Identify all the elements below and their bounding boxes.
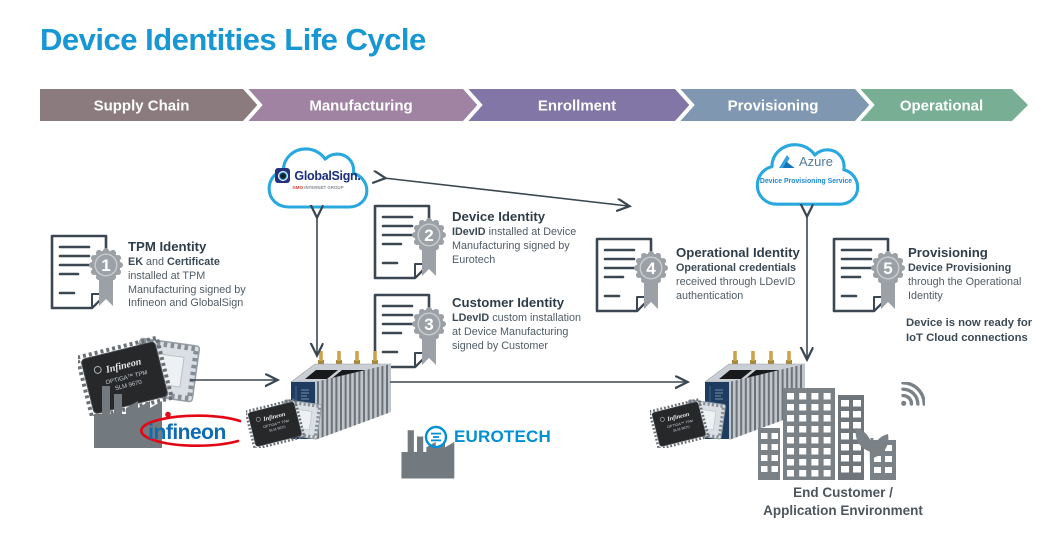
document-4-icon: 4	[593, 235, 675, 328]
end-customer-buildings	[758, 382, 925, 480]
page-title: Device Identities Life Cycle	[40, 22, 426, 57]
document-body: IDevID installed at Device Manufacturing…	[452, 226, 577, 266]
document-title: Provisioning	[908, 245, 988, 260]
svg-text:SLM 9670: SLM 9670	[673, 425, 690, 433]
chip-icon: Infineon OPTIGA™ TPM SLM 9670	[243, 397, 322, 451]
svg-text:1: 1	[101, 256, 110, 275]
banner-stage-label: Supply Chain	[94, 98, 190, 115]
building-large	[783, 388, 835, 480]
document-5-text: Provisioning Device Provisioning through…	[908, 245, 1050, 303]
document-1-icon: 1	[48, 232, 130, 325]
end-customer-label: End Customer / Application Environment	[713, 484, 973, 519]
azure-service-label: Device Provisioning Service	[759, 178, 853, 185]
end-customer-line2: Application Environment	[763, 502, 923, 518]
document-icon: 1	[50, 234, 123, 310]
globalsign-wordmark: GlobalSign.	[294, 168, 361, 183]
svg-text:OPTIGA™ TPM: OPTIGA™ TPM	[263, 419, 290, 429]
banner-stage-label: Enrollment	[538, 98, 616, 115]
svg-text:2: 2	[424, 226, 433, 245]
svg-text:4: 4	[646, 259, 656, 278]
factory-icon	[90, 378, 174, 455]
cloud-icon	[267, 147, 369, 209]
infineon-tpm-chip: Infineon OPTIGA™ TPM SLM 9670	[74, 326, 210, 421]
globalsign-group-text: GMO INTERNET GROUP	[292, 185, 344, 190]
document-2-text: Device Identity IDevID installed at Devi…	[452, 209, 580, 267]
infineon-wordmark: infineon	[148, 421, 226, 444]
document-icon: 2	[373, 204, 446, 280]
globalsign-eye-icon	[275, 168, 291, 183]
lifecycle-banner: Supply Chain Manufacturing Enrollment Provi…	[40, 88, 1028, 124]
infineon-swoosh	[140, 414, 242, 447]
document-1-text: TPM Identity EK and Certificate installe…	[128, 239, 250, 311]
svg-text:OPTIGA™ TPM: OPTIGA™ TPM	[667, 419, 694, 429]
banner-stage-label: Operational	[900, 98, 983, 115]
factory-icon	[94, 386, 162, 448]
document-4-text: Operational Identity Operational credent…	[676, 245, 810, 303]
ready-note: Device is now ready for IoT Cloud connec…	[906, 317, 1033, 344]
banner-stage-operational	[855, 89, 1028, 121]
infineon-logo: infineon	[126, 408, 248, 459]
factory-icon	[401, 430, 455, 479]
document-icon: 5	[832, 237, 905, 313]
document-body: Device Provisioning through the Operatio…	[908, 262, 1022, 302]
banner-separator	[674, 88, 695, 124]
document-5-icon: 5	[830, 235, 912, 328]
document-title: Device Identity	[452, 209, 546, 224]
document-title: Operational Identity	[676, 245, 800, 260]
svg-text:3: 3	[424, 315, 433, 334]
banner-separator	[462, 88, 483, 124]
banner-stage-manufacturing	[243, 89, 479, 121]
document-body: Operational credentials received through…	[676, 262, 797, 302]
document-body: EK and Certificate installed at TPM Manu…	[128, 256, 246, 310]
infineon-tpm-chip: Infineon OPTIGA™ TPM SLM 9670	[243, 392, 328, 453]
azure-wordmark: Azure	[799, 154, 833, 169]
banner-stage-supply-chain	[40, 89, 259, 121]
wifi-icon	[901, 382, 925, 406]
infineon-dot	[165, 411, 171, 418]
chip-icon: Infineon OPTIGA™ TPM SLM 9670	[74, 335, 201, 421]
document-body: LDevID custom installation at Device Man…	[452, 312, 582, 352]
svg-text:5: 5	[883, 259, 892, 278]
banner-stage-enrollment	[463, 89, 691, 121]
ribbon-badge: 2	[412, 218, 446, 276]
infineon-tpm-chip: Infineon OPTIGA™ TPM SLM 9670	[647, 392, 732, 453]
eurotech-wordmark: EUROTECH	[454, 427, 551, 446]
banner-stage-label: Provisioning	[728, 98, 819, 115]
ribbon-badge: 3	[412, 307, 446, 365]
banner-separator	[242, 88, 263, 124]
document-2-icon: 2	[371, 202, 453, 295]
azure-cloud: Azure Device Provisioning Service	[750, 137, 862, 212]
chip-icon: Infineon OPTIGA™ TPM SLM 9670	[647, 397, 726, 451]
document-title: TPM Identity	[128, 239, 207, 254]
ribbon-badge: 1	[89, 248, 123, 306]
banner-stage-provisioning	[675, 89, 871, 121]
end-customer-line1: End Customer /	[793, 485, 893, 500]
document-3-icon: 3	[371, 291, 453, 384]
document-icon: 3	[373, 293, 446, 369]
plant-icon	[855, 428, 889, 475]
azure-logo-icon	[779, 155, 795, 168]
svg-text:SLM 9670: SLM 9670	[269, 425, 286, 433]
cloud-icon	[755, 143, 860, 206]
ribbon-badge: 5	[871, 251, 905, 309]
antenna-connectors	[318, 351, 378, 365]
eurotech-circle-icon	[424, 425, 448, 449]
eurotech-logo: EUROTECH	[424, 425, 551, 449]
banner-separator	[854, 88, 875, 124]
banner-stage-label: Manufacturing	[309, 98, 412, 115]
document-icon: 4	[595, 237, 668, 313]
globalsign-cloud: GlobalSign. GMO INTERNET GROUP	[262, 142, 374, 217]
document-3-text: Customer Identity LDevID custom installa…	[452, 295, 582, 353]
document-title: Customer Identity	[452, 295, 565, 310]
factory-icon	[398, 424, 464, 485]
antenna-connectors	[732, 351, 792, 365]
ribbon-badge: 4	[634, 251, 668, 309]
